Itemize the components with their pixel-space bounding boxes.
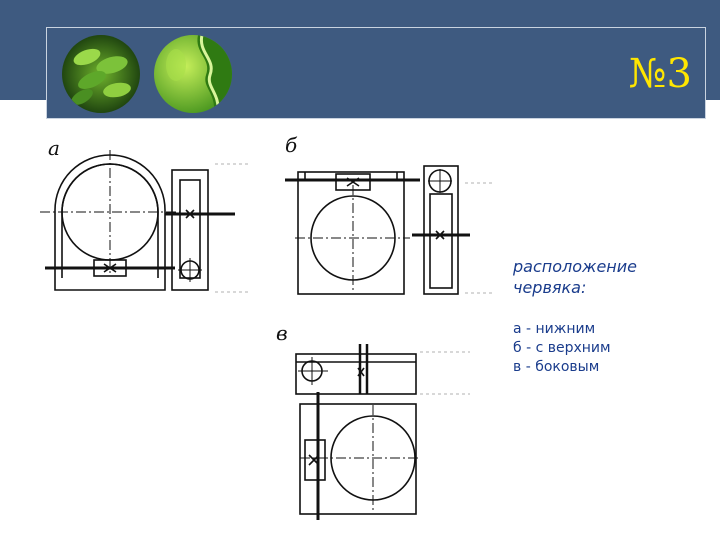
option-a: а - нижним	[513, 321, 596, 337]
figure-c-drawing	[295, 344, 420, 520]
green-leaf-image	[154, 35, 232, 113]
caption-title: расположение червяка:	[513, 257, 637, 297]
option-c: в - боковым	[513, 359, 600, 375]
figure-a-label: а	[48, 136, 60, 160]
figure-b-drawing	[285, 165, 470, 295]
figure-c-label: в	[276, 321, 288, 345]
fern-leaf-image	[62, 35, 140, 113]
option-b: б - с верхним	[513, 340, 611, 356]
slide-number: №3	[628, 51, 692, 97]
options-list: а - нижним б - с верхним в - боковым	[513, 320, 713, 377]
figure-b-label: б	[285, 133, 298, 157]
figure-a-drawing	[40, 150, 235, 291]
caption-block: расположение червяка: а - нижним б - с в…	[513, 256, 713, 377]
